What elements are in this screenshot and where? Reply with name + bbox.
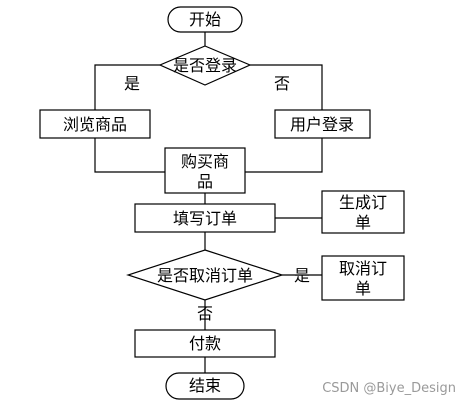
browse-products-box	[39, 109, 151, 139]
login-no-label: 否	[274, 74, 290, 93]
buy-product-label-line1: 购买商	[181, 152, 229, 171]
edge-login-yes	[94, 64, 160, 110]
cancel-order-box	[321, 255, 405, 301]
generate-order-label-line2: 单	[355, 213, 371, 232]
user-login-label: 用户登录	[290, 115, 354, 134]
cancel-order-label-line2: 单	[355, 279, 371, 298]
end-terminator	[165, 372, 245, 400]
connectors	[94, 31, 323, 373]
cancel-decision-label: 是否取消订单	[157, 266, 253, 285]
cancel-no-label: 否	[197, 304, 213, 323]
edge-login-to-buy	[245, 138, 323, 173]
start-terminator	[167, 6, 243, 33]
login-decision-label: 是否登录	[173, 56, 237, 75]
end-label: 结束	[189, 376, 221, 395]
buy-product-box	[164, 147, 246, 194]
browse-products-label: 浏览商品	[63, 115, 127, 134]
pay-label: 付款	[189, 334, 221, 353]
start-label: 开始	[189, 10, 221, 29]
edge-login-no	[250, 64, 323, 110]
fill-order-label: 填写订单	[173, 209, 237, 228]
watermark-text: CSDN @Biye_Design	[322, 381, 456, 396]
login-decision-diamond	[158, 45, 252, 86]
cancel-decision-diamond	[126, 249, 284, 301]
user-login-box	[274, 109, 371, 139]
generate-order-box	[321, 190, 405, 234]
cancel-order-label-line1: 取消订	[339, 259, 387, 278]
edge-browse-to-buy	[94, 138, 165, 173]
fill-order-box	[134, 203, 276, 233]
buy-product-label-line2: 品	[197, 172, 213, 191]
pay-box	[134, 329, 276, 358]
login-yes-label: 是	[124, 74, 140, 93]
generate-order-label-line1: 生成订	[339, 193, 387, 212]
cancel-yes-label: 是	[294, 266, 310, 285]
